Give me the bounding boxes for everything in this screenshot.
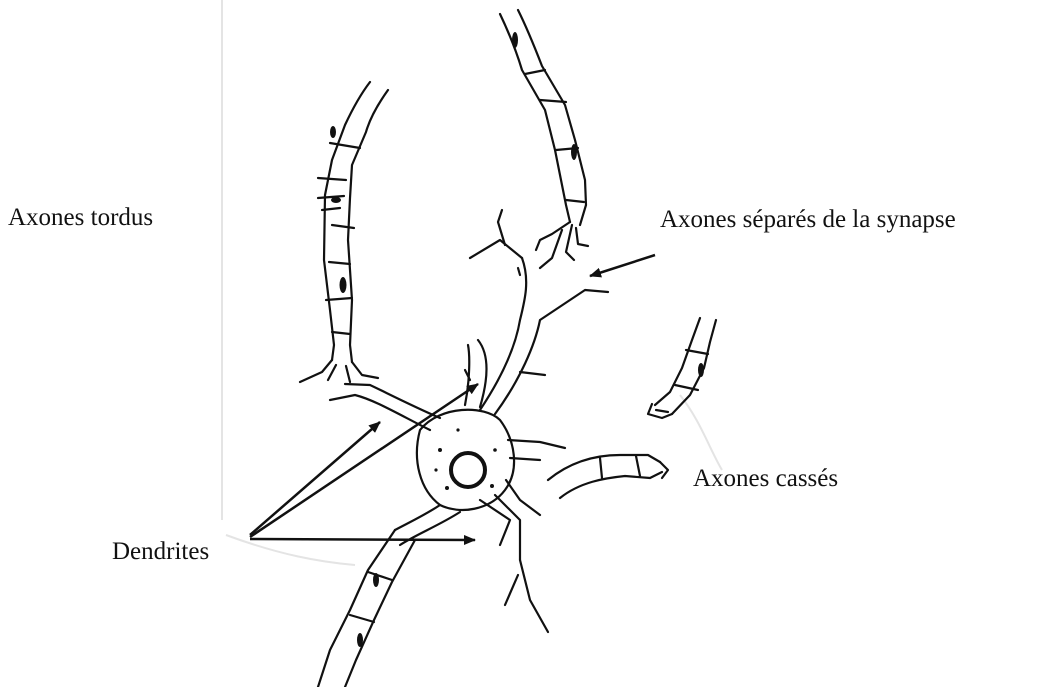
dendrite-arrow-upper (250, 422, 380, 535)
axon-node-mark-broken (698, 363, 704, 377)
label-axones-separes: Axones séparés de la synapse (660, 207, 956, 232)
label-dendrites: Dendrites (112, 539, 209, 564)
arrows (250, 255, 655, 540)
separated-axon-right (500, 10, 588, 268)
label-axones-tordus: Axones tordus (8, 205, 153, 230)
dendrite-arrow-middle (250, 384, 478, 537)
twisted-axon-left (300, 82, 388, 382)
lower-axon (318, 530, 415, 687)
axon-node-marks-right (512, 32, 577, 160)
nucleus (451, 453, 485, 487)
page-edge (222, 0, 722, 565)
label-axones-casses: Axones cassés (693, 466, 838, 491)
synapse-arrow (590, 255, 655, 276)
soma-dendrites (330, 210, 608, 632)
broken-axon-right (548, 455, 668, 498)
dendrite-arrow-lower (250, 539, 475, 540)
broken-axon-upper (648, 318, 716, 418)
soma-stipple (434, 428, 496, 490)
